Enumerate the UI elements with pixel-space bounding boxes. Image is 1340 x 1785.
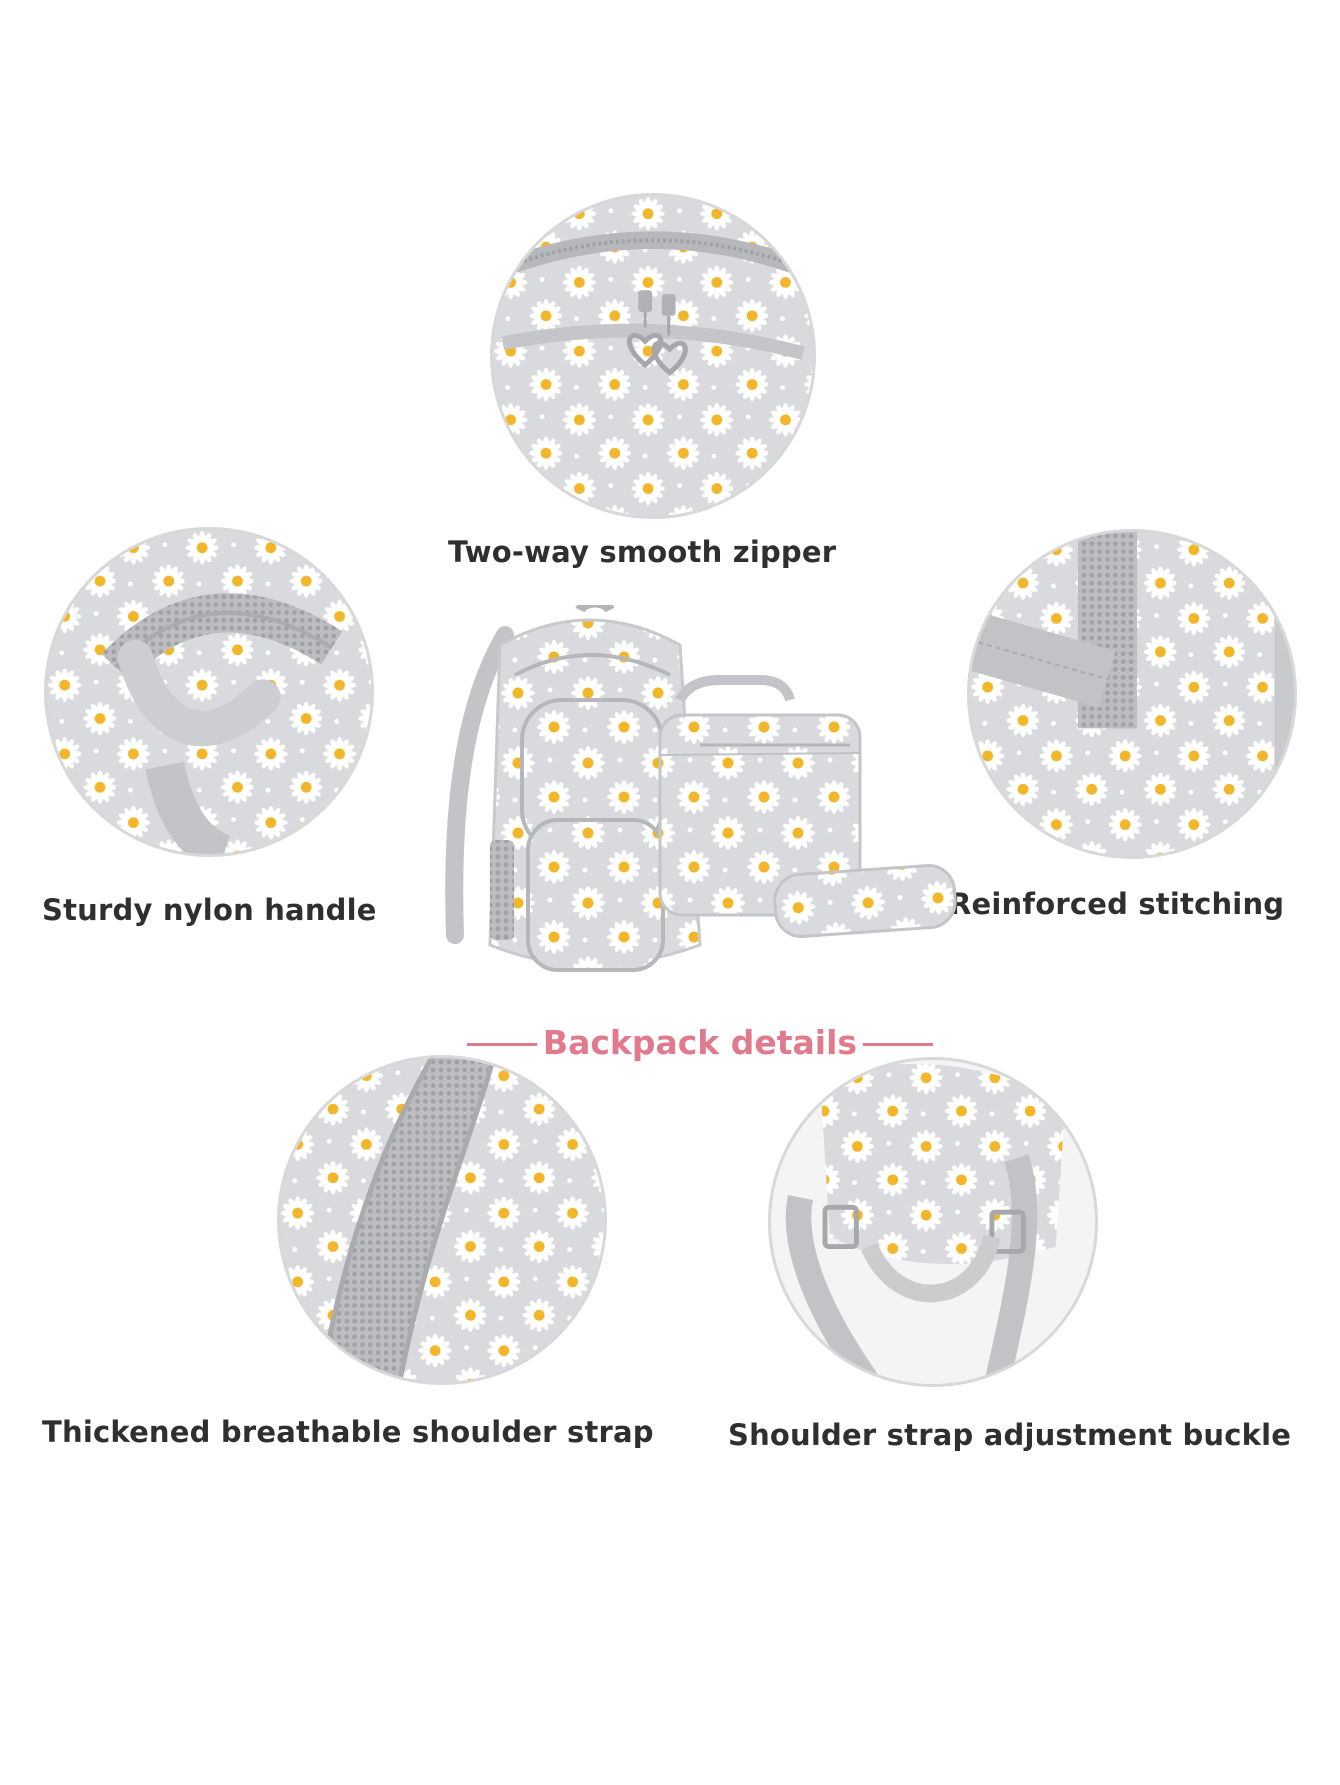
shoulder-strap-caption: Thickened breathable shoulder strap	[42, 1415, 654, 1449]
handle-caption: Sturdy nylon handle	[42, 893, 377, 927]
stitching-caption: Reinforced stitching	[949, 887, 1285, 921]
zipper-caption: Two-way smooth zipper	[448, 535, 837, 569]
shoulder-strap-detail-image	[277, 1055, 607, 1385]
buckle-caption: Shoulder strap adjustment buckle	[728, 1418, 1292, 1452]
backpack-set-image	[430, 597, 970, 1005]
heart-zipper-pull-icon	[493, 196, 813, 516]
stitching-detail-image	[967, 529, 1297, 859]
handle-icon	[47, 530, 371, 854]
backpack-details-title: Backpack details	[460, 1023, 940, 1062]
stitching-icon	[970, 532, 1294, 856]
buckle-icon	[771, 1060, 1095, 1384]
title-left-dash	[466, 1043, 537, 1046]
mesh-strap-icon	[280, 1058, 604, 1382]
title-right-dash	[863, 1043, 934, 1046]
handle-detail-image	[44, 527, 374, 857]
zipper-detail-image	[490, 193, 816, 519]
backpack-details-title-text: Backpack details	[542, 1023, 858, 1062]
buckle-detail-image	[768, 1057, 1098, 1387]
